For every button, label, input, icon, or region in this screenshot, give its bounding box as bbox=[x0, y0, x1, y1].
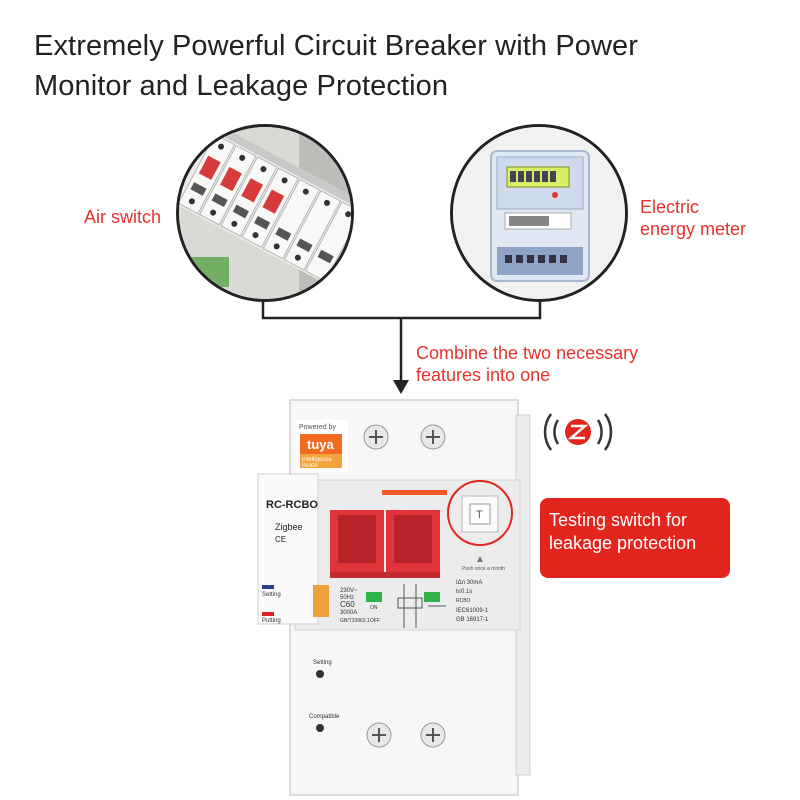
side-putting-text: Putting bbox=[262, 618, 281, 624]
push-text: Push once a month bbox=[462, 566, 505, 572]
rating-freq: 50Hz bbox=[340, 595, 354, 601]
iec-std: IEC61009-1 bbox=[456, 608, 489, 614]
side-setting-text: Setting bbox=[262, 592, 281, 598]
meter-label: Electric energy meter bbox=[640, 196, 746, 240]
meter-label-line-1: Electric bbox=[640, 197, 700, 217]
rating-std: GB/T10963.1 bbox=[340, 618, 370, 624]
bottom-screws bbox=[366, 722, 446, 748]
title-line-2: Monitor and Leakage Protection bbox=[34, 70, 449, 102]
leak-type: RCBO bbox=[456, 598, 471, 604]
combine-label: Combine the two necessary features into … bbox=[416, 342, 638, 386]
meter-label-line-2: energy meter bbox=[640, 219, 747, 239]
rating-break: 3000A bbox=[340, 610, 357, 616]
tuya-sub2: inside bbox=[302, 463, 318, 469]
test-button-label: T bbox=[476, 509, 483, 521]
top-screws bbox=[363, 424, 446, 450]
tuya-logo-text: tuya bbox=[307, 437, 335, 452]
page-title: Extremely Powerful Circuit Breaker with … bbox=[34, 26, 638, 106]
leak-current: IΔn 30mA bbox=[456, 580, 482, 586]
on-label: ON bbox=[370, 605, 378, 611]
rating-voltage: 230V~ bbox=[340, 588, 358, 594]
model-text: RC-RCBO bbox=[266, 499, 318, 511]
tuya-sub1: intelligence bbox=[302, 457, 333, 463]
air-switch-image bbox=[176, 124, 354, 302]
air-switch-label: Air switch bbox=[84, 207, 162, 227]
breaker-handles bbox=[330, 510, 440, 578]
rating-current: C60 bbox=[340, 600, 355, 609]
combine-label-line-1: Combine the two necessary bbox=[416, 343, 639, 363]
testing-switch-callout: Testing switch for leakage protection bbox=[540, 498, 730, 578]
front-setting-text: Setting bbox=[313, 660, 332, 666]
callout-line-2: leakage protection bbox=[549, 533, 697, 553]
title-line-1: Extremely Powerful Circuit Breaker with … bbox=[34, 30, 639, 62]
off-label: OFF bbox=[370, 618, 380, 624]
ce-mark: CE bbox=[275, 535, 286, 544]
energy-meter-image bbox=[450, 124, 628, 302]
front-compatible-text: Compatible bbox=[309, 714, 340, 720]
powered-by-text: Powered by bbox=[299, 424, 336, 431]
protocol-text: Zigbee bbox=[275, 522, 303, 532]
leak-time: t≤0.1s bbox=[456, 589, 472, 595]
combine-label-line-2: features into one bbox=[416, 365, 551, 385]
callout-line-1: Testing switch for bbox=[549, 510, 688, 530]
zigbee-signal-icon bbox=[543, 413, 613, 451]
gb-std: GB 16917-1 bbox=[456, 617, 489, 623]
